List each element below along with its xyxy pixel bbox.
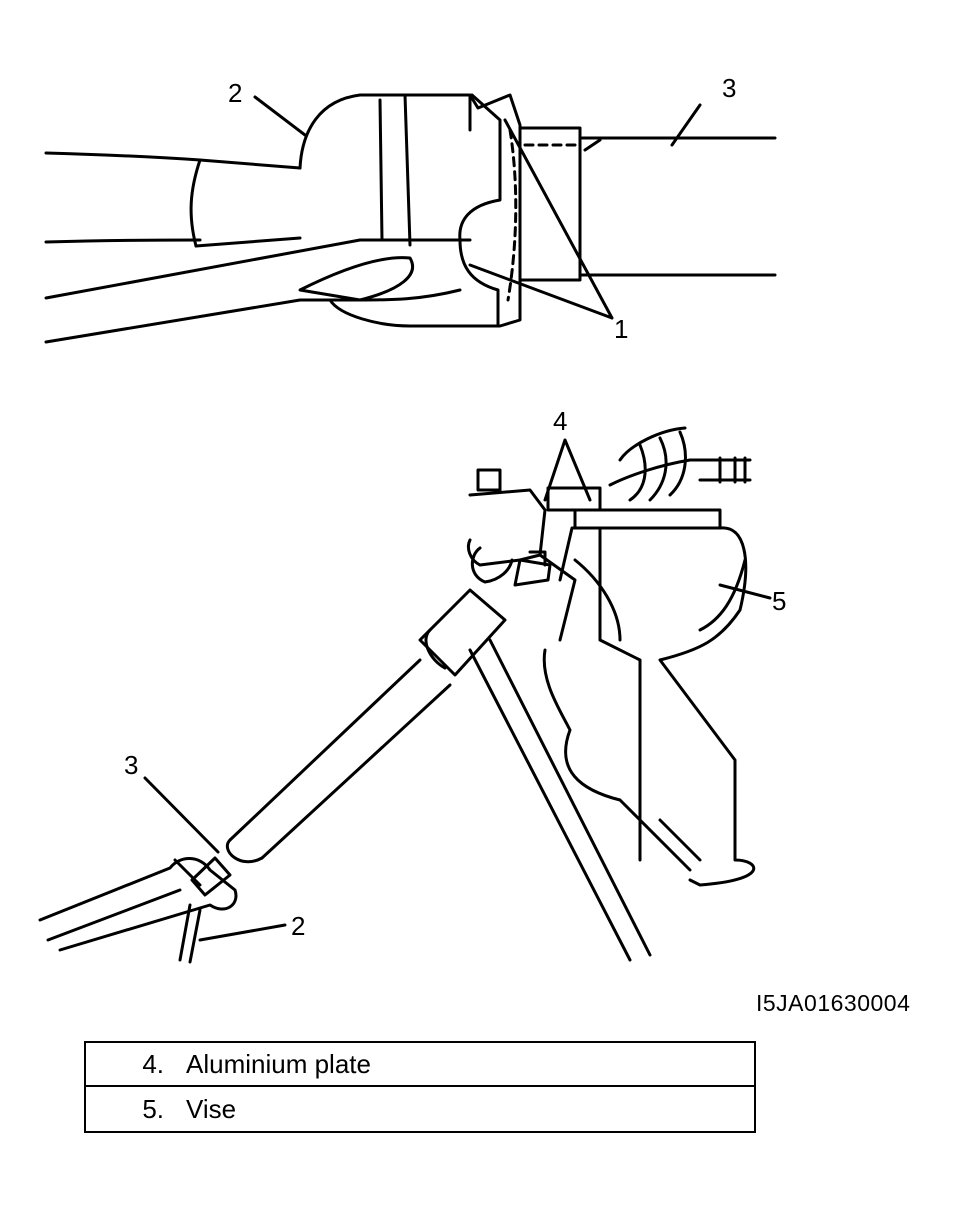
legend-text: Vise <box>186 1093 237 1124</box>
legend-text: Aluminium plate <box>186 1048 371 1079</box>
figure-id: I5JA01630004 <box>756 990 911 1016</box>
bottom-callout-3: 3 <box>124 750 138 780</box>
bottom-view <box>38 426 772 964</box>
bottom-callout-5: 5 <box>772 586 786 616</box>
bellows-boot <box>608 426 752 502</box>
top-callout-1: 1 <box>614 314 628 344</box>
legend-table: 4. Aluminium plate 5. Vise <box>84 1041 756 1133</box>
legend-row: 5. Vise <box>86 1087 754 1131</box>
top-callout-2: 2 <box>228 78 242 108</box>
rack <box>518 126 582 282</box>
legend-number: 5. <box>142 1093 164 1124</box>
top-callout-3: 3 <box>722 73 736 103</box>
top-view <box>44 93 777 344</box>
aluminium-plate <box>546 486 722 530</box>
bottom-callout-4: 4 <box>553 406 567 436</box>
technical-illustration: 2 3 1 <box>38 73 786 964</box>
adjustable-wrench <box>38 857 238 952</box>
legend-row: 4. Aluminium plate <box>86 1043 754 1087</box>
inner-ball-joint-housing <box>298 93 522 328</box>
bottom-callout-2: 2 <box>291 911 305 941</box>
legend-number: 4. <box>142 1048 164 1079</box>
gear-housing <box>466 468 547 567</box>
vise <box>558 526 756 887</box>
steering-rod <box>418 588 507 677</box>
